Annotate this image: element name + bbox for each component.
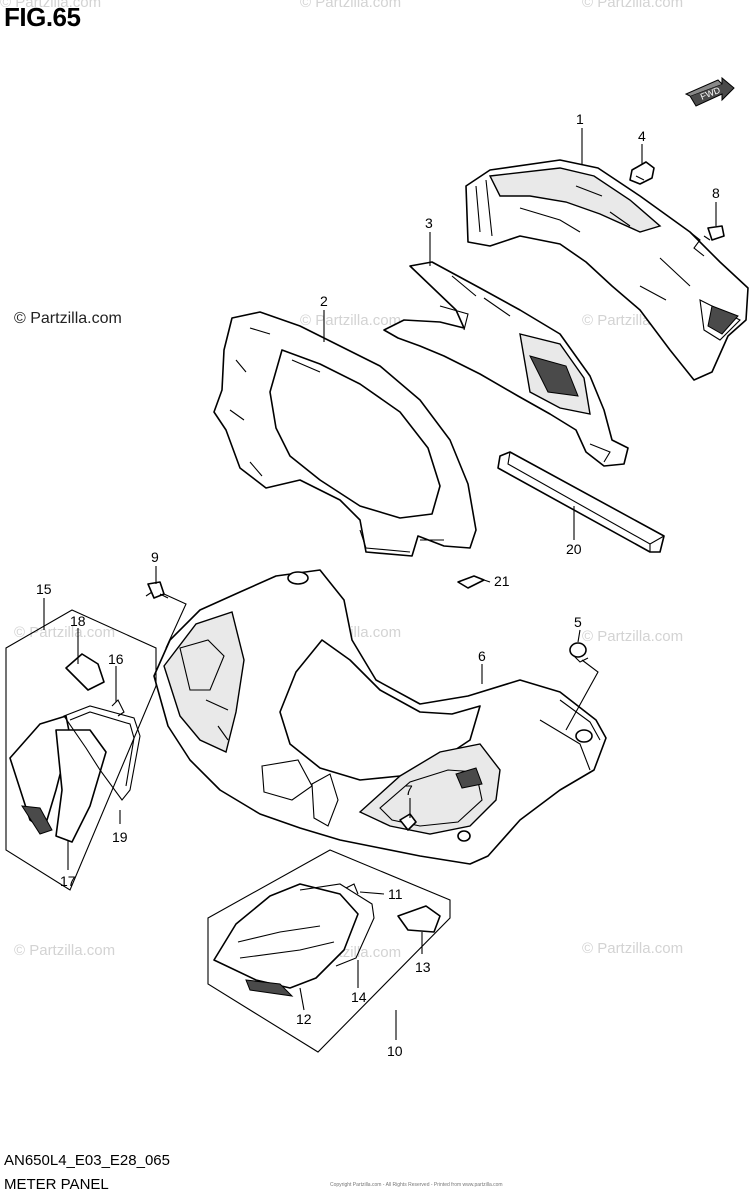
part-13-cap — [397, 905, 441, 933]
part-19-seal — [63, 705, 141, 801]
watermark: © Partzilla.com — [582, 0, 684, 11]
callout-21: 21 — [494, 573, 510, 589]
part-8-screw — [703, 225, 725, 241]
callout-4: 4 — [638, 128, 646, 144]
callouts: 1 2 3 4 5 6 7 8 9 10 11 12 13 14 15 16 1… — [36, 111, 720, 1059]
assembly-15-box — [5, 609, 157, 891]
callout-17: 17 — [60, 873, 76, 889]
watermark: © Partzilla.com — [300, 0, 402, 11]
figure-code: AN650L4_E03_E28_065 — [4, 1152, 170, 1169]
part-4-clip — [629, 161, 655, 185]
callout-16: 16 — [108, 651, 124, 667]
watermark: © Partzilla.com — [14, 942, 116, 959]
callout-11: 11 — [388, 886, 403, 902]
fwd-arrow-icon: FWD — [684, 76, 735, 107]
callout-10: 10 — [387, 1043, 403, 1059]
callout-1: 1 — [576, 111, 584, 127]
callout-6: 6 — [478, 648, 486, 664]
part-18-cap — [65, 653, 105, 691]
callout-18: 18 — [70, 613, 86, 629]
callout-9: 9 — [151, 549, 159, 565]
part-5-grommet — [569, 642, 589, 663]
part-12-lid — [213, 883, 359, 997]
callout-12: 12 — [296, 1011, 312, 1027]
leader-lines — [43, 128, 717, 1040]
watermark: © Partzilla.com — [300, 312, 402, 329]
part-17-lid — [9, 715, 107, 843]
part-21-pad — [457, 575, 485, 589]
part-1-upper-meter-cover — [465, 159, 749, 381]
part-7-clip — [399, 813, 417, 831]
callout-20: 20 — [566, 541, 582, 557]
part-6-lower-panel — [153, 569, 607, 865]
callout-19: 19 — [112, 829, 128, 845]
copyright-notice: Copyright Partzilla.com - All Rights Res… — [330, 1182, 503, 1188]
callout-5: 5 — [574, 614, 582, 630]
callout-8: 8 — [712, 185, 720, 201]
callout-15: 15 — [36, 581, 52, 597]
part-2-meter-case — [213, 311, 477, 557]
callout-3: 3 — [425, 215, 433, 231]
part-14-seal — [299, 883, 375, 967]
watermark: © Partzilla.com — [0, 0, 102, 11]
callout-13: 13 — [415, 959, 431, 975]
part-11-clip — [345, 883, 359, 895]
figure-title: FIG.65 — [4, 2, 81, 32]
assembly-10-box — [207, 849, 451, 1053]
callout-14: 14 — [351, 989, 367, 1005]
watermark-main: © Partzilla.com — [14, 310, 122, 327]
callout-7: 7 — [405, 782, 413, 798]
watermark: © Partzilla.com — [582, 628, 684, 645]
watermark: © Partzilla.com — [582, 940, 684, 957]
part-3-inner-panel — [383, 261, 629, 467]
figure-name: METER PANEL — [4, 1176, 109, 1193]
part-20-foam-strip — [497, 451, 665, 553]
callout-2: 2 — [320, 293, 328, 309]
part-9-screw — [145, 581, 169, 599]
